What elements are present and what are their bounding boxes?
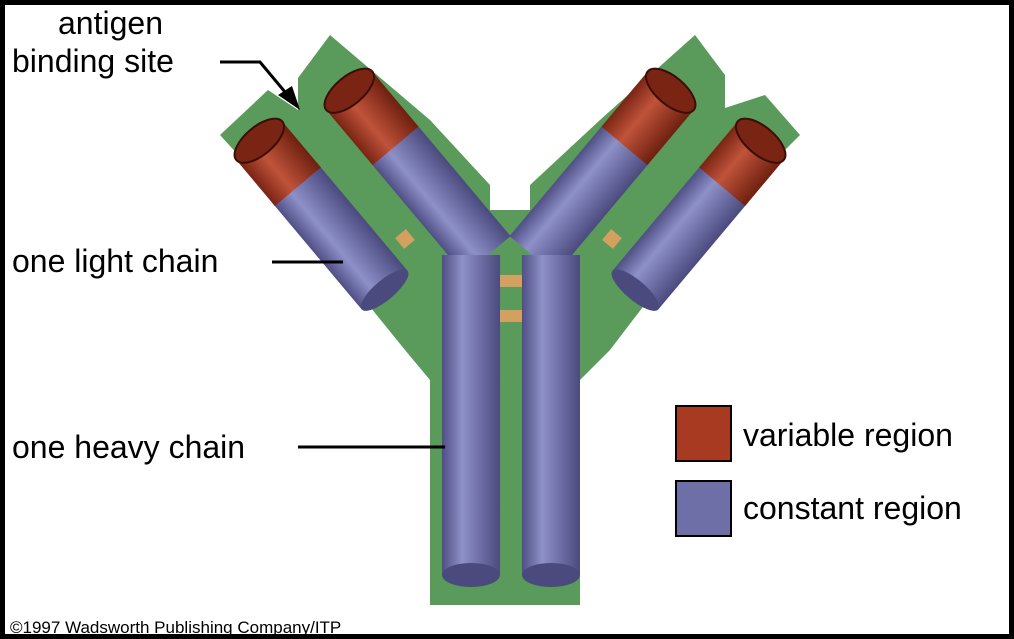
legend-variable-swatch [676, 406, 731, 461]
antigen-binding-site-pointer [220, 62, 290, 98]
antigen-binding-site-label-line1: antigen [58, 5, 163, 41]
copyright-text: ©1997 Wadsworth Publishing Company/ITP [10, 618, 341, 637]
right-heavy-chain-stem [522, 255, 580, 587]
legend-constant-swatch [676, 481, 731, 536]
legend: variable region constant region [676, 406, 962, 536]
legend-constant-label: constant region [743, 490, 962, 526]
light-chain-label: one light chain [12, 243, 218, 279]
left-heavy-chain-stem [442, 255, 500, 587]
legend-variable-label: variable region [743, 417, 953, 453]
heavy-chain-label: one heavy chain [12, 429, 245, 465]
disulfide-bond-hinge-1 [500, 275, 522, 287]
disulfide-bond-hinge-2 [500, 310, 522, 322]
antigen-binding-site-label-line2: binding site [12, 43, 174, 79]
